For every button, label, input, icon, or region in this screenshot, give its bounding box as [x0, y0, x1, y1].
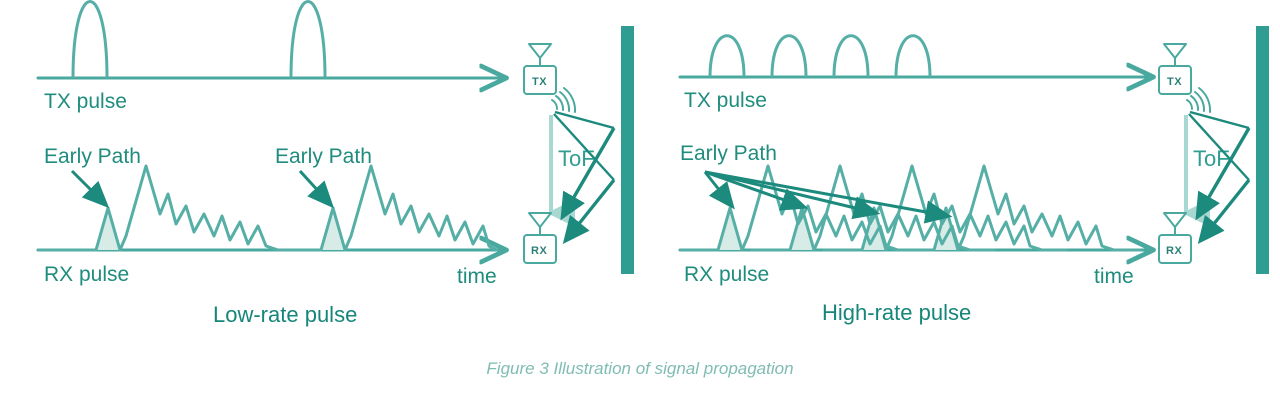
reflected-ray-outgoing [554, 110, 615, 130]
reflected-ray-incoming [1195, 127, 1251, 221]
tx-pulse-shape [770, 34, 808, 78]
rx-radio-unit-left: RX [523, 212, 557, 264]
rx-pulse-label-right: RX pulse [684, 263, 769, 286]
antenna-icon [528, 43, 552, 59]
early-path-arrow [704, 170, 953, 224]
early-path-label: Early Path [680, 142, 777, 165]
panel-title-high-rate: High-rate pulse [822, 300, 971, 325]
figure-caption: Figure 3 Illustration of signal propagat… [486, 359, 793, 378]
early-path-arrow [298, 169, 335, 209]
panel-low-rate: TX pulse RX pulse time Early Path Early … [36, 0, 634, 327]
rx-multipath-curve [822, 164, 1068, 252]
tx-box [1158, 65, 1192, 95]
early-path-arrow [704, 170, 809, 211]
tx-pulse-shape [289, 0, 327, 79]
tx-radio-unit-left: TX [523, 43, 557, 95]
rx-box-label: RX [531, 245, 547, 257]
panel-high-rate: TX pulse RX pulse time Early Path High-r… [678, 26, 1269, 325]
rx-multipath-curve [298, 164, 499, 252]
early-path-label: Early Path [275, 145, 372, 168]
rx-multipath-curve [894, 164, 1142, 252]
tx-pulse-shape [708, 34, 746, 78]
rx-multipath-curve [678, 164, 924, 252]
tx-pulse-label-right: TX pulse [684, 89, 767, 112]
rx-multipath-curve [36, 164, 302, 252]
tx-pulse-shape [832, 34, 870, 78]
early-path-fill [790, 208, 814, 250]
reflected-ray-outgoing [1188, 113, 1250, 181]
reflected-ray-incoming [1197, 178, 1251, 244]
early-path-arrow [703, 171, 735, 210]
tof-label-right: ToF [1193, 146, 1230, 171]
rx-box [1158, 234, 1192, 264]
early-path-fill [321, 208, 345, 250]
early-path-fill [96, 208, 120, 250]
tx-pulse-shape [71, 0, 109, 79]
radio-wave-icon [1186, 87, 1212, 113]
rx-radio-unit-right: RX [1158, 212, 1192, 264]
tof-label-left: ToF [558, 146, 595, 171]
reflector-wall-right [1256, 26, 1269, 274]
rx-multipath-curve [750, 164, 996, 252]
rx-pulse-label-left: RX pulse [44, 263, 129, 286]
tx-box-label: TX [1167, 76, 1182, 88]
antenna-icon [528, 212, 552, 228]
reflected-ray-incoming [560, 127, 616, 221]
tx-box-label: TX [532, 76, 547, 88]
early-path-label: Early Path [44, 145, 141, 168]
tx-radio-unit-right: TX [1158, 43, 1192, 95]
time-label-right: time [1094, 265, 1134, 288]
time-label-left: time [457, 265, 497, 288]
reflected-ray-incoming [562, 178, 616, 244]
early-path-arrow [704, 170, 881, 220]
rx-box-label: RX [1166, 245, 1182, 257]
reflected-ray-outgoing [553, 113, 615, 181]
rx-box [523, 234, 557, 264]
antenna-icon [1163, 212, 1187, 228]
early-path-arrow [70, 169, 110, 209]
radio-wave-icon [551, 87, 577, 113]
tx-pulse-shape [894, 34, 932, 78]
tx-pulse-label-left: TX pulse [44, 90, 127, 113]
panel-title-low-rate: Low-rate pulse [213, 302, 357, 327]
antenna-icon [1163, 43, 1187, 59]
reflector-wall-left [621, 26, 634, 274]
early-path-fill [718, 208, 742, 250]
reflected-ray-outgoing [1189, 110, 1250, 130]
tx-box [523, 65, 557, 95]
